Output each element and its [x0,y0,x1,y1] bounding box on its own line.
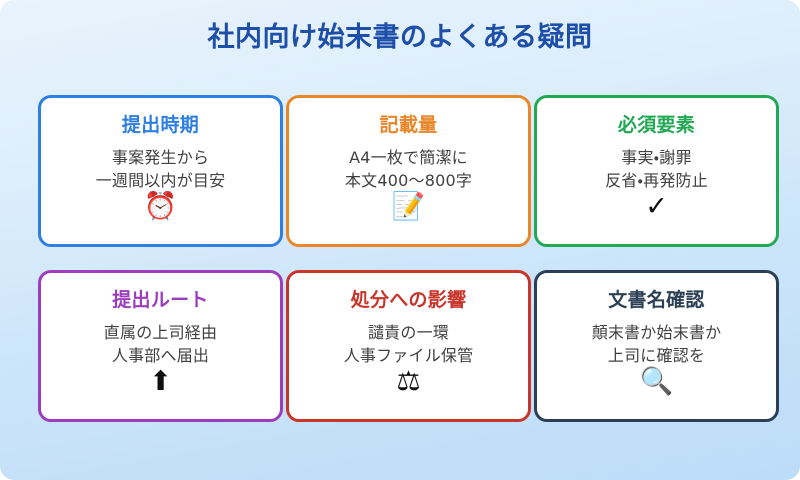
upload-icon: ⬆ [149,366,172,398]
memo-writing-icon: 📝 [391,191,426,223]
card-title: 提出ルート [112,289,209,311]
info-card[interactable]: 文書名確認顛末書か始末書か 上司に確認を🔍 [534,270,779,422]
card-title: 処分への影響 [350,289,467,311]
info-card[interactable]: 記載量 A4一枚で簡潔に 本文400〜800字📝 [286,95,531,247]
check-mark-icon: ✓ [645,191,668,223]
card-title: 提出時期 [121,114,200,136]
page-title: 社内向け始末書のよくある疑問 [207,22,593,53]
card-body-text: 事実・謝罪 反省・再発防止 [605,147,708,190]
info-card[interactable]: 提出時期事案発生から 一週間以内が目安⏰ [38,95,283,247]
info-card[interactable]: 処分への影響譴責の一環 人事ファイル保管⚖ [286,270,531,422]
info-card[interactable]: 提出ルート直属の上司経由 人事部へ届出⬆ [38,270,283,422]
card-title: 文書名確認 [608,289,705,311]
card-body-text: 顛末書か始末書か 上司に確認を [591,322,722,365]
card-body-text: 事案発生から 一週間以内が目安 [95,147,226,190]
alarm-clock-icon: ⏰ [143,191,178,223]
magnifying-glass-icon: 🔍 [639,366,674,398]
card-title: 必須要素 [617,114,696,136]
card-grid: 提出時期事案発生から 一週間以内が目安⏰ 記載量 A4一枚で簡潔に 本文400〜80… [38,95,780,425]
info-card[interactable]: 必須要素事実・謝罪 反省・再発防止✓ [534,95,779,247]
balance-scale-icon: ⚖ [396,366,421,398]
card-body-text: A4一枚で簡潔に 本文400〜800字 [344,147,473,190]
card-body-text: 譴責の一環 人事ファイル保管 [343,322,474,365]
card-title: 記載量 [379,114,438,136]
card-body-text: 直属の上司経由 人事部へ届出 [103,322,218,365]
